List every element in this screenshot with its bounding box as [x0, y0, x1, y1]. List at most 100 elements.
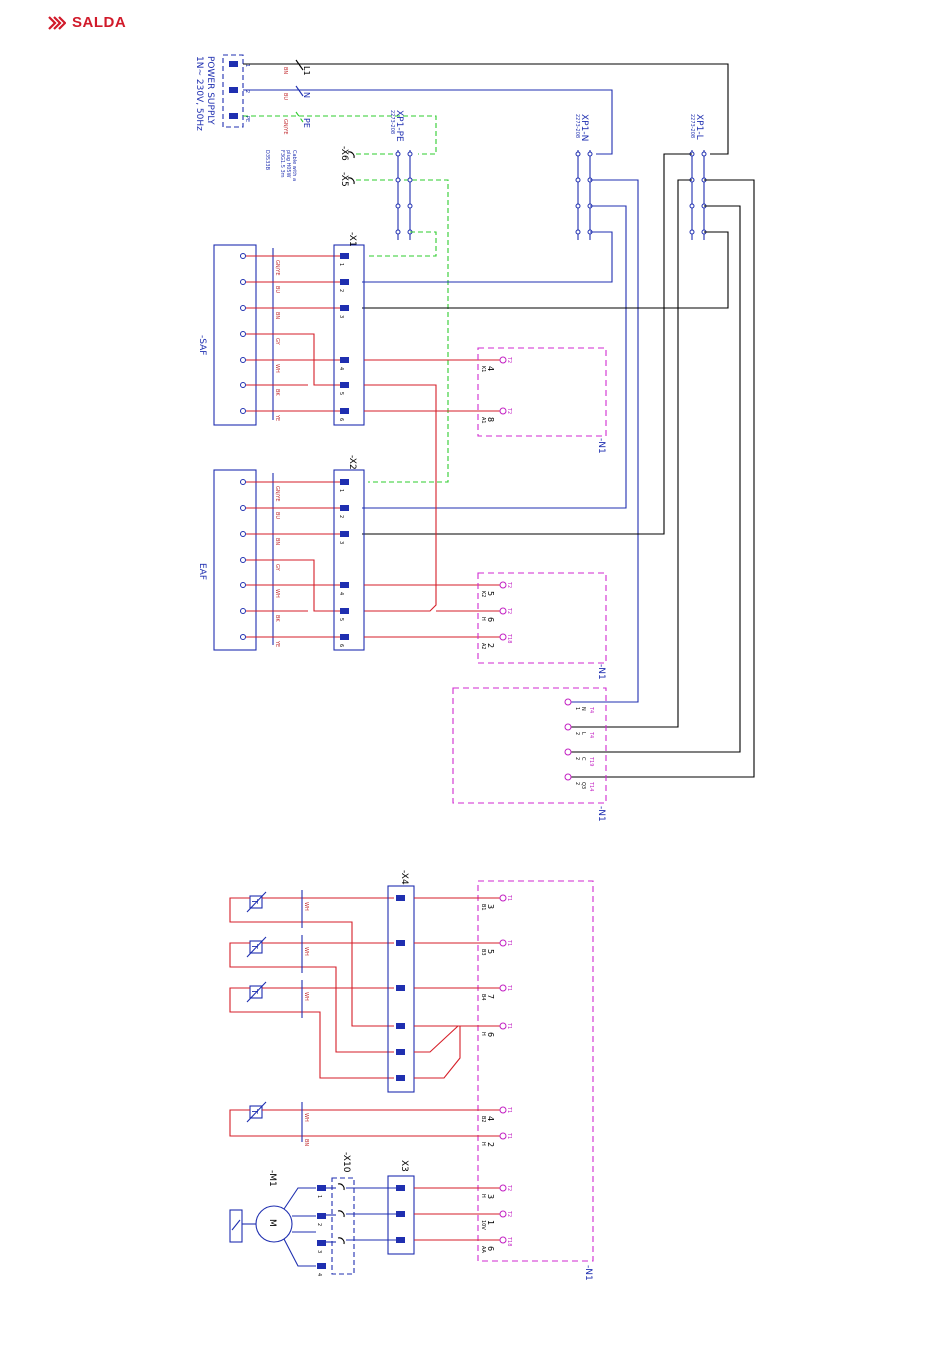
svg-text:T18: T18: [506, 1236, 512, 1246]
supply-pin-label: PE: [244, 116, 250, 122]
board-n1-lower: -N1: [477, 880, 594, 1281]
svg-text:3: 3: [316, 1250, 322, 1253]
svg-text:N: N: [580, 707, 586, 711]
wire-pe: [243, 115, 437, 155]
svg-text:3: 3: [486, 1194, 495, 1199]
line-label: PE: [302, 118, 311, 128]
eaf-label: EAF: [197, 563, 207, 580]
board-n1-power: -N1 T4 N 1 T4 L 2 T19 C 2 T14 Q3 2: [452, 687, 607, 822]
salda-logo-icon: [48, 15, 66, 30]
xp1-n-block: XP1-N 2273-208: [362, 114, 639, 703]
svg-text:6: 6: [486, 1032, 495, 1037]
svg-text:WH: WH: [303, 1113, 309, 1122]
supply-pin-label: 2: [244, 90, 250, 93]
svg-text:6: 6: [338, 644, 344, 647]
svg-text:2273-208: 2273-208: [389, 110, 395, 134]
svg-text:6: 6: [486, 1246, 495, 1251]
motor-m1: -M1 M 1 2 3 4: [229, 1170, 326, 1276]
svg-text:WH: WH: [274, 364, 280, 373]
temp-sensor-2: T: [229, 935, 394, 1053]
svg-text:1: 1: [338, 263, 344, 266]
svg-text:GN/YE: GN/YE: [274, 260, 280, 276]
svg-text:T2: T2: [506, 607, 512, 614]
svg-text:T2: T2: [506, 356, 512, 363]
svg-text:T: T: [250, 988, 259, 994]
terminal-x4: [387, 885, 415, 1093]
svg-text:H: H: [480, 1194, 486, 1198]
wire-color-label: BU: [282, 93, 288, 100]
svg-text:-X2: -X2: [347, 455, 357, 470]
supply-pin-pe: [229, 113, 238, 119]
wire-c-board: [568, 205, 741, 753]
board-n1-saf: -N1 T2 4 K1 T2 8 A1: [477, 347, 607, 454]
temp-sensor-3: T: [229, 980, 394, 1079]
svg-text:BU: BU: [274, 286, 280, 293]
svg-text:T4: T4: [588, 731, 594, 738]
svg-text:L: L: [580, 732, 586, 735]
svg-text:2: 2: [574, 782, 580, 785]
svg-text:H: H: [480, 1032, 486, 1036]
svg-text:F3G1.5 3m: F3G1.5 3m: [279, 150, 285, 178]
saf-fan: -SAF GN/YE BU BN GY WH BK YE: [197, 244, 340, 426]
wire-n-saf: [362, 231, 613, 283]
svg-text:-N1: -N1: [583, 1265, 593, 1281]
wire-n-board: [568, 179, 639, 703]
supply-pin-2: [229, 87, 238, 93]
svg-text:4: 4: [486, 366, 495, 371]
terminal-x2: -X2 1 2 3 4 5 6: [333, 455, 500, 651]
svg-text:WH: WH: [303, 992, 309, 1001]
svg-text:XP1-PE: XP1-PE: [394, 110, 404, 142]
svg-text:K2: K2: [480, 591, 486, 597]
svg-text:A2: A2: [480, 643, 486, 650]
supply-rating: 1N~ 230V, 50Hz: [194, 56, 204, 131]
svg-text:T: T: [250, 1108, 259, 1114]
wire-q3-board: [568, 179, 755, 778]
svg-text:B3: B3: [480, 949, 486, 956]
svg-text:T2: T2: [506, 407, 512, 414]
svg-text:2: 2: [574, 732, 580, 735]
svg-text:3: 3: [338, 541, 344, 544]
wire-l-eaf: [362, 153, 692, 535]
supply-pin-1: [229, 61, 238, 67]
svg-text:-X1: -X1: [347, 232, 357, 247]
svg-text:H: H: [480, 1142, 486, 1146]
svg-text:5: 5: [486, 591, 495, 596]
svg-text:T2: T2: [506, 581, 512, 588]
line-label: N: [302, 92, 311, 98]
svg-text:T1: T1: [506, 1022, 512, 1029]
svg-text:2: 2: [316, 1223, 322, 1226]
svg-text:T4: T4: [588, 706, 594, 713]
svg-text:T18: T18: [506, 633, 512, 643]
svg-text:2: 2: [338, 289, 344, 292]
svg-text:-N1: -N1: [596, 664, 606, 680]
svg-text:4: 4: [486, 1116, 495, 1121]
xp1-pe-block: XP1-PE 2273-208: [368, 110, 437, 257]
svg-text:3: 3: [486, 904, 495, 909]
saf-label: -SAF: [197, 335, 207, 355]
svg-text:5: 5: [338, 392, 344, 395]
svg-text:1: 1: [574, 707, 580, 710]
wire-n: [243, 89, 613, 155]
svg-text:6: 6: [338, 418, 344, 421]
eaf-fan: EAF GN/YE BU BN GY WH BK YE: [197, 469, 340, 651]
svg-text:plug H05W: plug H05W: [285, 150, 291, 178]
svg-text:B1: B1: [480, 904, 486, 911]
wire-color-label: GN/YE: [282, 119, 288, 135]
temp-sensor-1: T: [229, 890, 394, 1027]
salda-logo: SALDA: [48, 14, 126, 31]
svg-text:B4: B4: [480, 994, 486, 1001]
supply-pin-label: 1: [244, 64, 250, 67]
svg-text:-X4: -X4: [399, 870, 409, 885]
temp-sensor-4: T WH BN T1 4 B2 T1 2 H: [229, 1101, 512, 1147]
connector-x10: -X10: [326, 1152, 396, 1275]
svg-text:5: 5: [486, 949, 495, 954]
svg-text:WH: WH: [303, 947, 309, 956]
svg-text:6: 6: [486, 617, 495, 622]
power-supply: 1 2 PE POWER SUPPLY 1N~ 230V, 50Hz L1 N …: [194, 54, 729, 155]
svg-text:M: M: [267, 1219, 277, 1227]
supply-plug-outline: [222, 54, 244, 128]
svg-text:XP1-L: XP1-L: [694, 114, 704, 140]
svg-text:BN: BN: [274, 312, 280, 319]
terminal-x3: X3 T2 3 H T2 1 10V T18 6 AA: [387, 1160, 512, 1255]
